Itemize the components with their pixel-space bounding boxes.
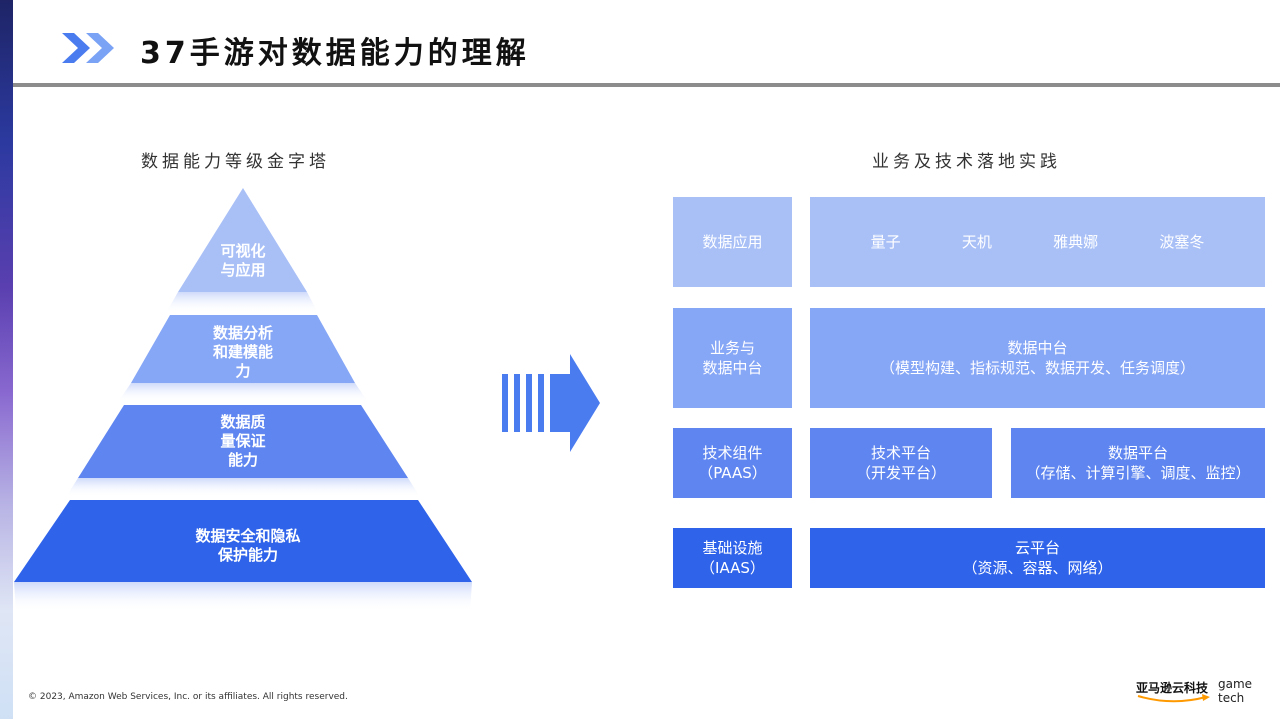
pyramid-heading: 数据能力等级金字塔 (141, 152, 330, 172)
app-item: 雅典娜 (1053, 233, 1099, 251)
amazon-smile-icon (1137, 694, 1210, 703)
pyramid-tier-1-shape (178, 188, 307, 292)
striped-arrow-right-icon (502, 354, 600, 452)
data-platform-block: 数据平台 （存储、计算引擎、调度、监控） (1011, 428, 1265, 498)
row-label-business-data-middle: 业务与 数据中台 (673, 308, 792, 408)
brand-name: 亚马逊云科技 (1136, 681, 1209, 695)
tech-platform-block: 技术平台 （开发平台） (810, 428, 992, 498)
left-accent-band (0, 0, 13, 719)
page-title: 37手游对数据能力的理解 (140, 36, 530, 71)
pyramid-tier-label: 数据安全和隐私 保护能力 (195, 527, 301, 564)
data-application-items: 量子 天机 雅典娜 波塞冬 (810, 197, 1265, 287)
copyright-notice: © 2023, Amazon Web Services, Inc. or its… (28, 692, 348, 702)
cloud-platform-block: 云平台 （资源、容器、网络） (810, 528, 1265, 588)
double-chevron-right-icon (62, 33, 114, 63)
pyramid-tier-3-shape (78, 405, 408, 478)
row-label-data-application: 数据应用 (673, 197, 792, 287)
brand-game-tech: game tech (1218, 677, 1253, 705)
pyramid-tier-2-shape (131, 315, 355, 383)
practice-heading: 业务及技术落地实践 (872, 152, 1061, 172)
row-label-infrastructure: 基础设施 （IAAS） (673, 528, 792, 588)
pyramid-tier-label: 可视化 与应用 (220, 242, 266, 279)
pyramid-graphic (14, 188, 472, 612)
title-divider (13, 83, 1280, 87)
row-label-tech-components: 技术组件 （PAAS） (673, 428, 792, 498)
app-item: 波塞冬 (1159, 233, 1205, 251)
pyramid-tier-4-shape (14, 500, 472, 582)
pyramid-tier-label: 数据质 量保证 能力 (220, 413, 266, 469)
pyramid-tier-label: 数据分析 和建模能 力 (212, 324, 273, 380)
app-item: 量子 (870, 233, 901, 251)
app-item: 天机 (961, 233, 992, 251)
data-middle-platform-block: 数据中台 （模型构建、指标规范、数据开发、任务调度） (810, 308, 1265, 408)
